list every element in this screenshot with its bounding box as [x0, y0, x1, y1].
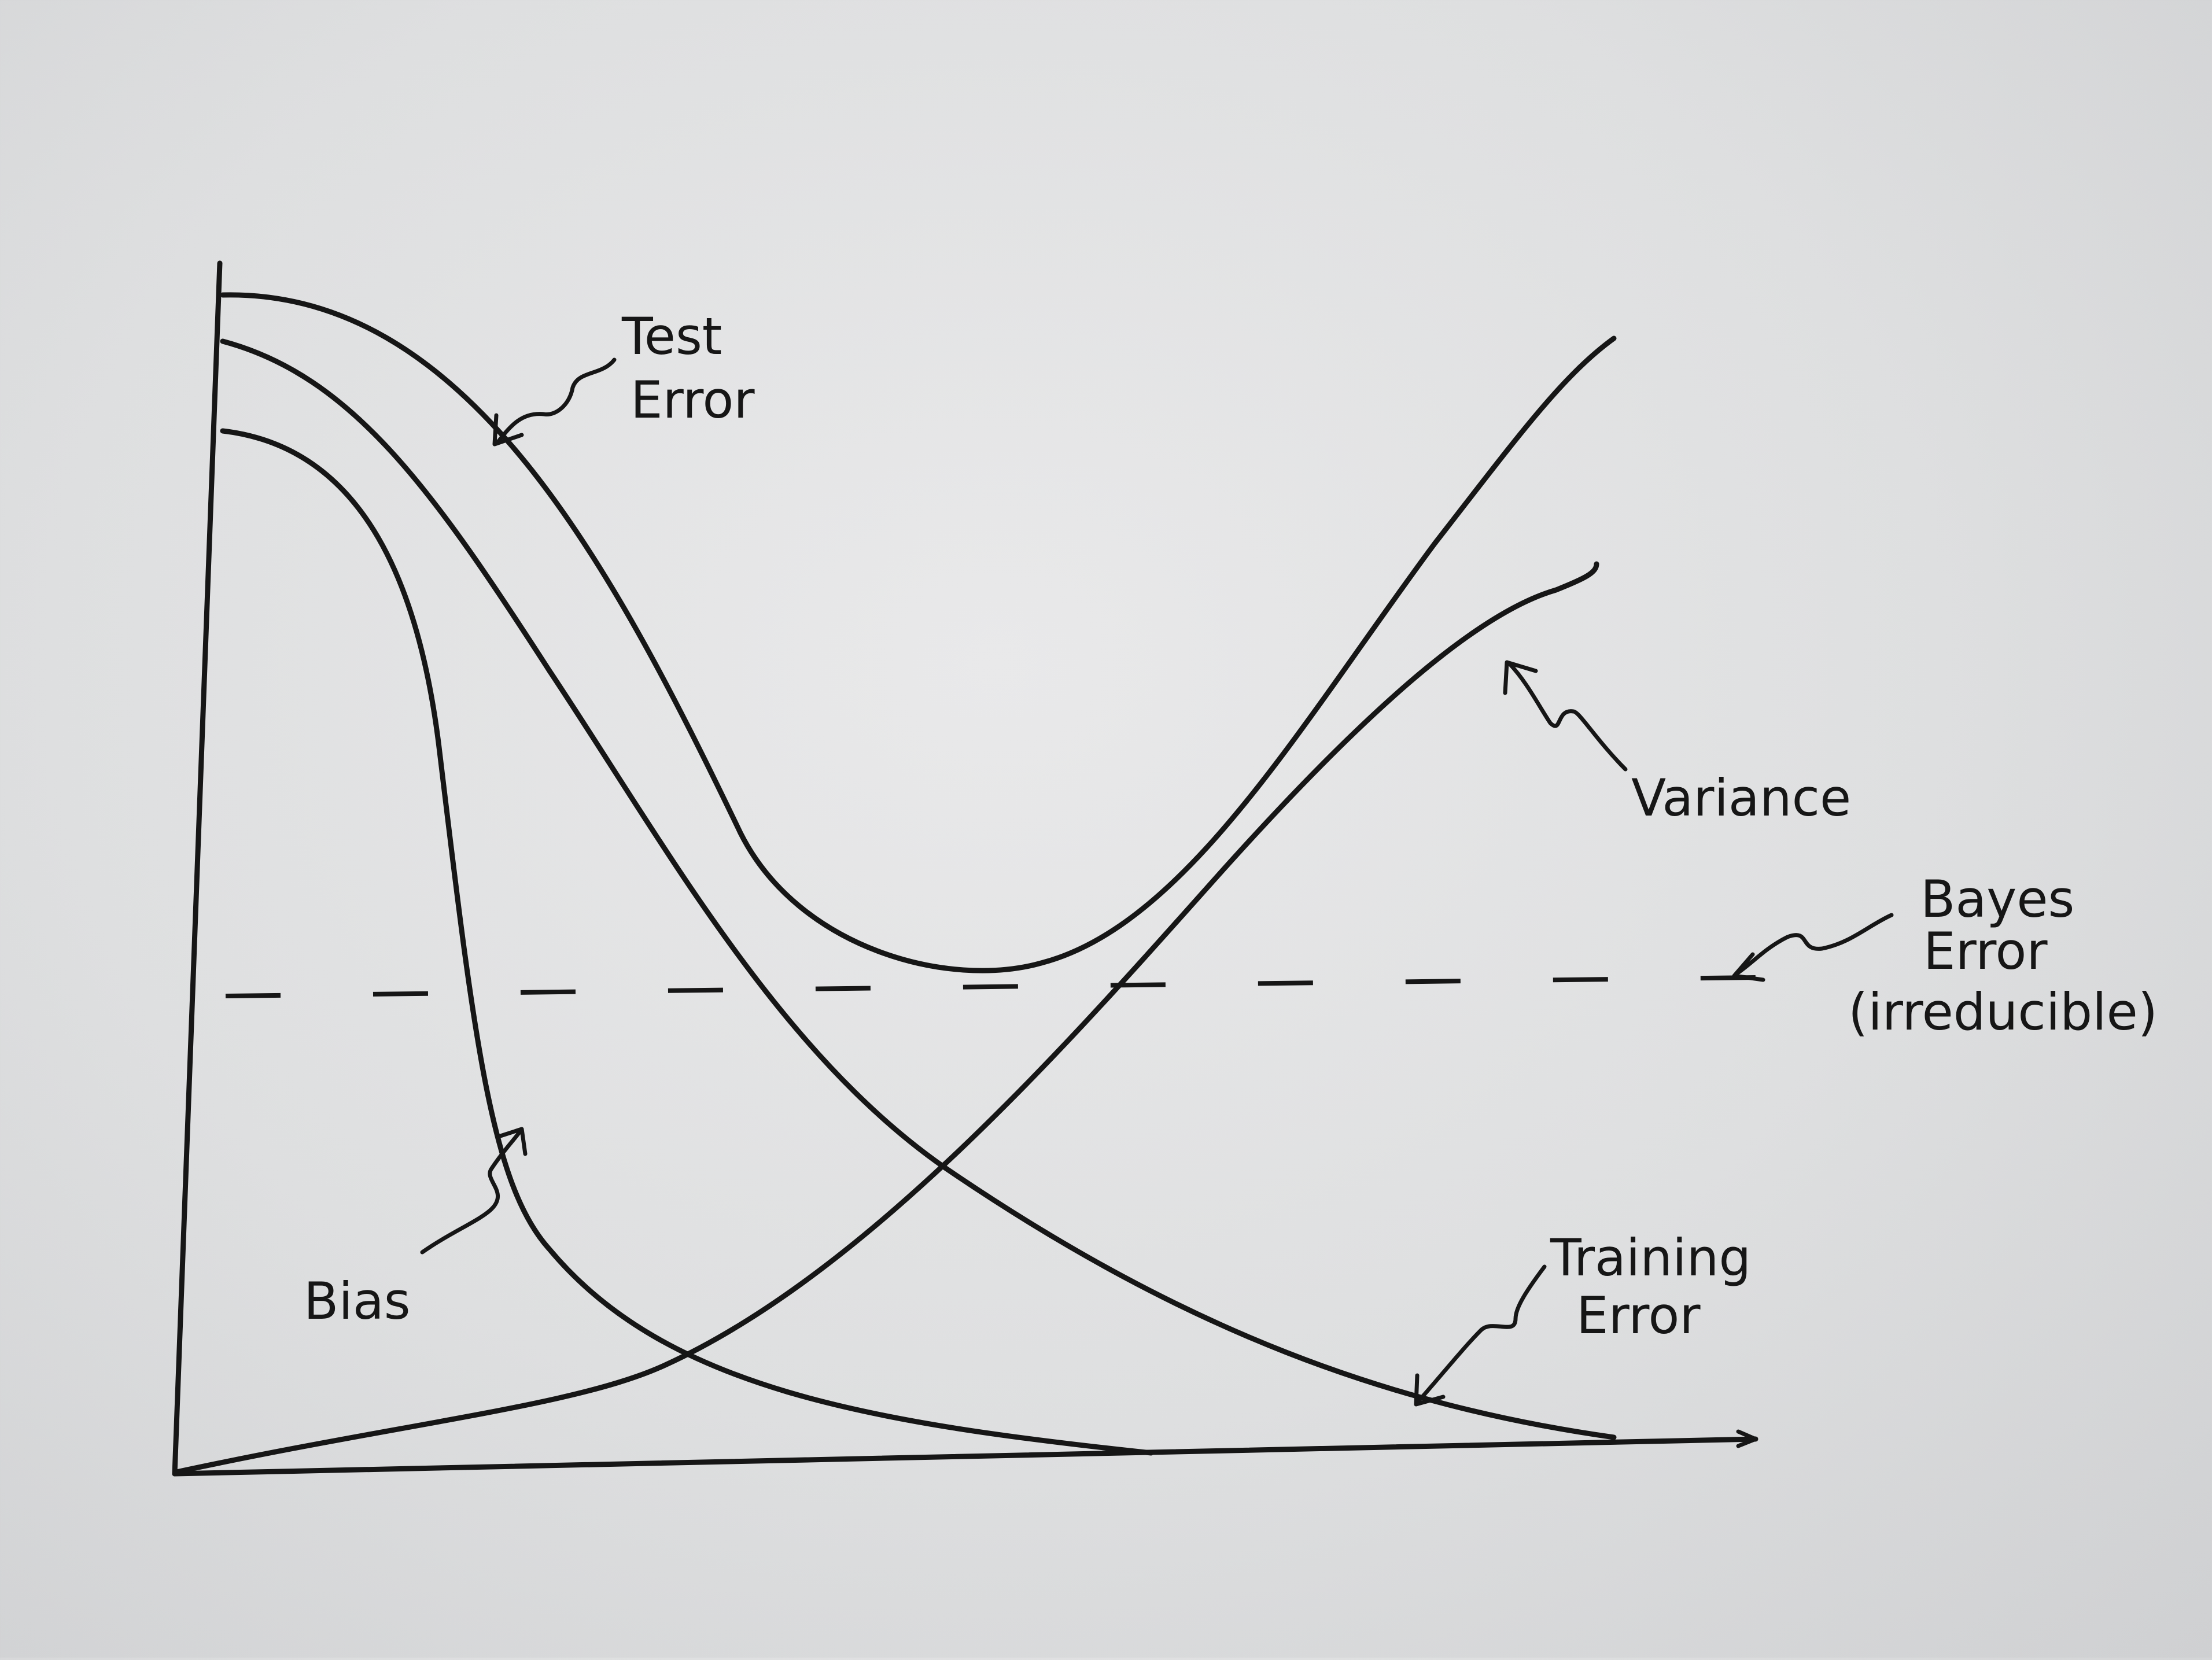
bias-arrowhead [496, 1127, 528, 1156]
training-error-label-line1: Training [1550, 1228, 1751, 1288]
x-axis-arrowhead [1736, 1429, 1758, 1448]
variance-curve [174, 561, 1599, 1475]
test-error-arrow [495, 357, 617, 445]
training-error-annotation: Training Error [1414, 1228, 1751, 1407]
bayes-error-annotation: Bayes Error (irreducible) [1732, 869, 2158, 1042]
training-error-label-line2: Error [1576, 1286, 1701, 1345]
bayes-error-label-line2: Error [1923, 921, 2048, 981]
y-axis [172, 260, 223, 1477]
bayes-error-label-line3: (irreducible) [1848, 982, 2158, 1042]
x-axis [172, 1436, 1758, 1477]
variance-arrowhead [1503, 660, 1538, 695]
training-error-curve [220, 338, 1617, 1440]
training-error-arrow [1415, 1264, 1547, 1405]
variance-annotation: Variance [1503, 660, 1851, 828]
variance-arrow [1507, 662, 1628, 772]
bias-arrow [420, 1128, 523, 1255]
training-error-arrowhead [1414, 1373, 1446, 1407]
variance-label: Variance [1631, 768, 1851, 828]
axes [172, 260, 1758, 1477]
bayes-error-line [225, 975, 1756, 998]
curves [174, 292, 1617, 1475]
test-error-label-line2: Error [631, 370, 755, 430]
bayes-error-arrow [1733, 913, 1894, 977]
test-error-annotation: Test Error [492, 307, 755, 447]
bayes-error-label-line1: Bayes [1920, 869, 2074, 929]
bias-label: Bias [304, 1271, 411, 1331]
test-error-arrowhead [492, 413, 524, 447]
test-error-curve [220, 292, 1617, 973]
test-error-label-line1: Test [621, 307, 722, 366]
bias-annotation: Bias [304, 1127, 528, 1331]
bayes-error-arrowhead [1732, 952, 1765, 982]
